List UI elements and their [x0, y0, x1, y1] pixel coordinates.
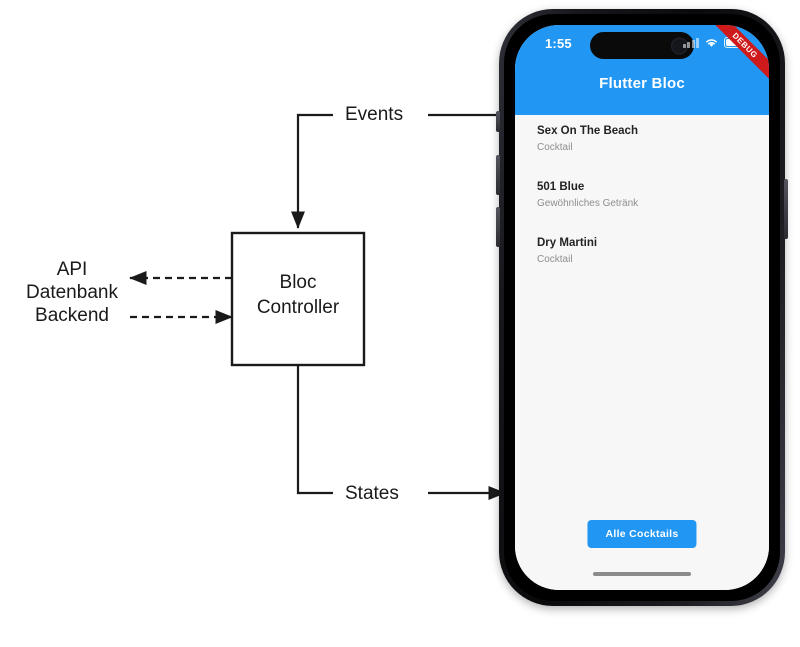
wifi-icon — [706, 39, 717, 47]
all-cocktails-button[interactable]: Alle Cocktails — [587, 520, 697, 548]
list-item[interactable]: 501 Blue Gewöhnliches Getränk — [515, 171, 769, 227]
volume-down-button[interactable] — [496, 207, 500, 247]
bloc-controller-box — [230, 231, 366, 367]
states-line-from-bloc — [296, 365, 333, 495]
cocktail-list[interactable]: Sex On The Beach Cocktail 501 Blue Gewöh… — [515, 115, 769, 590]
list-item-title: 501 Blue — [537, 181, 585, 193]
states-label: States — [345, 483, 399, 504]
list-item[interactable]: Dry Martini Cocktail — [515, 227, 769, 283]
dynamic-island-icon — [590, 32, 694, 59]
events-label: Events — [345, 104, 404, 125]
phone-screen: 1:55 — [515, 25, 769, 590]
phone-frame: 1:55 — [496, 9, 788, 606]
iphone-mockup: 1:55 — [496, 9, 788, 606]
external-source-label: API Datenbank Backend — [26, 259, 118, 326]
cellular-bars-icon — [683, 37, 699, 48]
events-arrow-into-bloc — [290, 113, 333, 229]
list-item-subtitle: Gewöhnliches Getränk — [537, 198, 639, 209]
list-item-title: Sex On The Beach — [537, 125, 638, 137]
list-item-title: Dry Martini — [537, 237, 598, 249]
list-item[interactable]: Sex On The Beach Cocktail — [515, 115, 769, 171]
volume-up-button[interactable] — [496, 155, 500, 195]
status-time: 1:55 — [545, 36, 572, 51]
power-button[interactable] — [784, 179, 788, 239]
app-bar-title: Flutter Bloc — [599, 75, 685, 92]
home-indicator[interactable] — [593, 572, 691, 576]
silent-switch-button[interactable] — [496, 111, 500, 132]
phone-bezel: 1:55 — [504, 14, 780, 601]
list-item-subtitle: Cocktail — [537, 254, 573, 265]
front-camera-icon — [671, 37, 688, 54]
bloc-controller-label: Bloc Controller — [256, 272, 340, 318]
list-item-subtitle: Cocktail — [537, 142, 573, 153]
app-bar: 1:55 — [515, 25, 769, 115]
